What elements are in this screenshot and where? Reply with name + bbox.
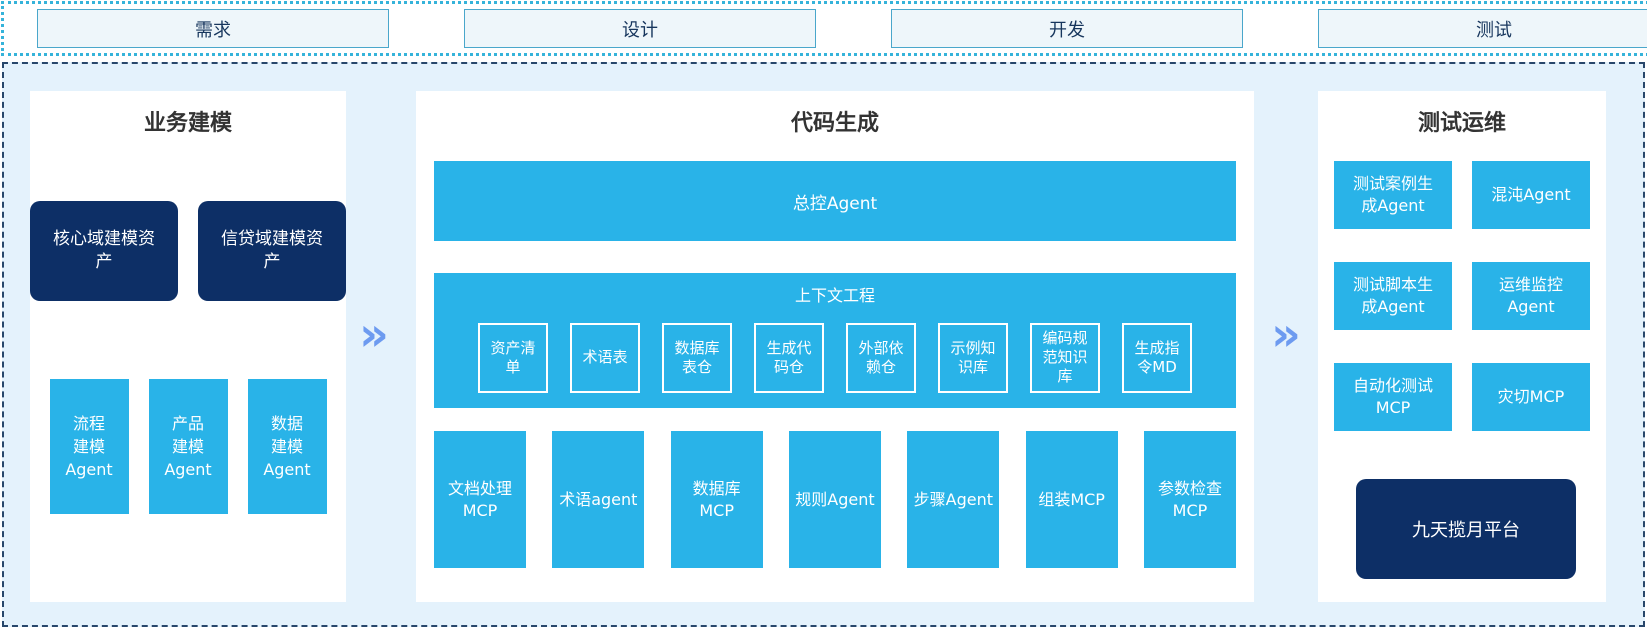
phase-box-testing: 测试 <box>1318 9 1647 48</box>
asset-box-credit-domain: 信贷域建模资产 <box>198 201 346 301</box>
agent-box-data-modeling: 数据建模Agent <box>247 379 327 514</box>
phase-box-requirements: 需求 <box>37 9 389 48</box>
asset-box-core-domain: 核心域建模资产 <box>30 201 178 301</box>
ops-box-test-case-generation-agent: 测试案例生成Agent <box>1334 161 1452 229</box>
panel-title-code-generation: 代码生成 <box>790 111 879 136</box>
ops-box-chaos-agent: 混沌Agent <box>1472 161 1590 229</box>
tool-box-glossary-agent: 术语agent <box>552 431 645 568</box>
flow-arrow-icon: » <box>1271 307 1301 361</box>
panel-title-business-modeling: 业务建模 <box>143 111 232 136</box>
tool-box-row: 文档处理MCP 术语agent 数据库MCP 规则Agent 步骤Agent 组… <box>434 431 1236 568</box>
agent-box-product-modeling: 产品建模Agent <box>148 379 228 514</box>
test-ops-grid: 测试案例生成Agent 混沌Agent 测试脚本生成Agent 运维监控Agen… <box>1334 161 1590 431</box>
phase-band: 需求 设计 开发 测试 <box>1 1 1647 56</box>
panel-test-ops: 测试运维 测试案例生成Agent 混沌Agent 测试脚本生成Agent 运维监… <box>1318 91 1606 602</box>
ops-box-test-script-generation-agent: 测试脚本生成Agent <box>1334 262 1452 330</box>
phase-box-development: 开发 <box>891 9 1243 48</box>
phase-box-design: 设计 <box>464 9 816 48</box>
context-item-row: 资产清单 术语表 数据库表仓 生成代码仓 外部依赖仓 示例知识库 编码规范知识库… <box>444 317 1226 398</box>
tool-box-assembly-mcp: 组装MCP <box>1025 431 1118 568</box>
context-engineering-title: 上下文工程 <box>794 286 875 305</box>
flow-arrow-icon: » <box>359 307 389 361</box>
context-item-db-table-repo: 数据库表仓 <box>662 322 732 393</box>
master-agent-bar: 总控Agent <box>434 161 1236 241</box>
context-item-example-knowledge-base: 示例知识库 <box>938 322 1008 393</box>
tool-box-document-processing-mcp: 文档处理MCP <box>434 431 526 568</box>
context-item-asset-list: 资产清单 <box>478 322 548 393</box>
tool-box-rule-agent: 规则Agent <box>788 431 881 568</box>
context-item-coding-standard-knowledge-base: 编码规范知识库 <box>1030 322 1100 393</box>
ops-box-ops-monitoring-agent: 运维监控Agent <box>1472 262 1590 330</box>
context-engineering-box: 上下文工程 资产清单 术语表 数据库表仓 生成代码仓 外部依赖仓 示例知识库 编… <box>434 273 1236 408</box>
modeling-agent-row: 流程建模Agent 产品建模Agent 数据建模Agent <box>30 379 346 514</box>
panel-title-test-ops: 测试运维 <box>1417 111 1506 136</box>
ops-box-automated-test-mcp: 自动化测试MCP <box>1334 363 1452 431</box>
context-item-generated-code-repo: 生成代码仓 <box>754 322 824 393</box>
context-item-generation-instruction-md: 生成指令MD <box>1122 322 1192 393</box>
context-item-external-dependency-repo: 外部依赖仓 <box>846 322 916 393</box>
agent-box-process-modeling: 流程建模Agent <box>49 379 129 514</box>
panel-code-generation: 代码生成 总控Agent 上下文工程 资产清单 术语表 数据库表仓 生成代码仓 … <box>416 91 1254 602</box>
asset-box-row: 核心域建模资产 信贷域建模资产 <box>30 201 346 301</box>
context-item-glossary: 术语表 <box>570 322 640 393</box>
platform-box-jiutian-lanyue: 九天揽月平台 <box>1356 479 1576 579</box>
tool-box-database-mcp: 数据库MCP <box>670 431 763 568</box>
tool-box-step-agent: 步骤Agent <box>907 431 1000 568</box>
tool-box-parameter-check-mcp: 参数检查MCP <box>1143 431 1236 568</box>
main-container: 业务建模 核心域建模资产 信贷域建模资产 流程建模Agent 产品建模Agent… <box>2 62 1645 627</box>
ops-box-disaster-switch-mcp: 灾切MCP <box>1472 363 1590 431</box>
panel-business-modeling: 业务建模 核心域建模资产 信贷域建模资产 流程建模Agent 产品建模Agent… <box>30 91 346 602</box>
